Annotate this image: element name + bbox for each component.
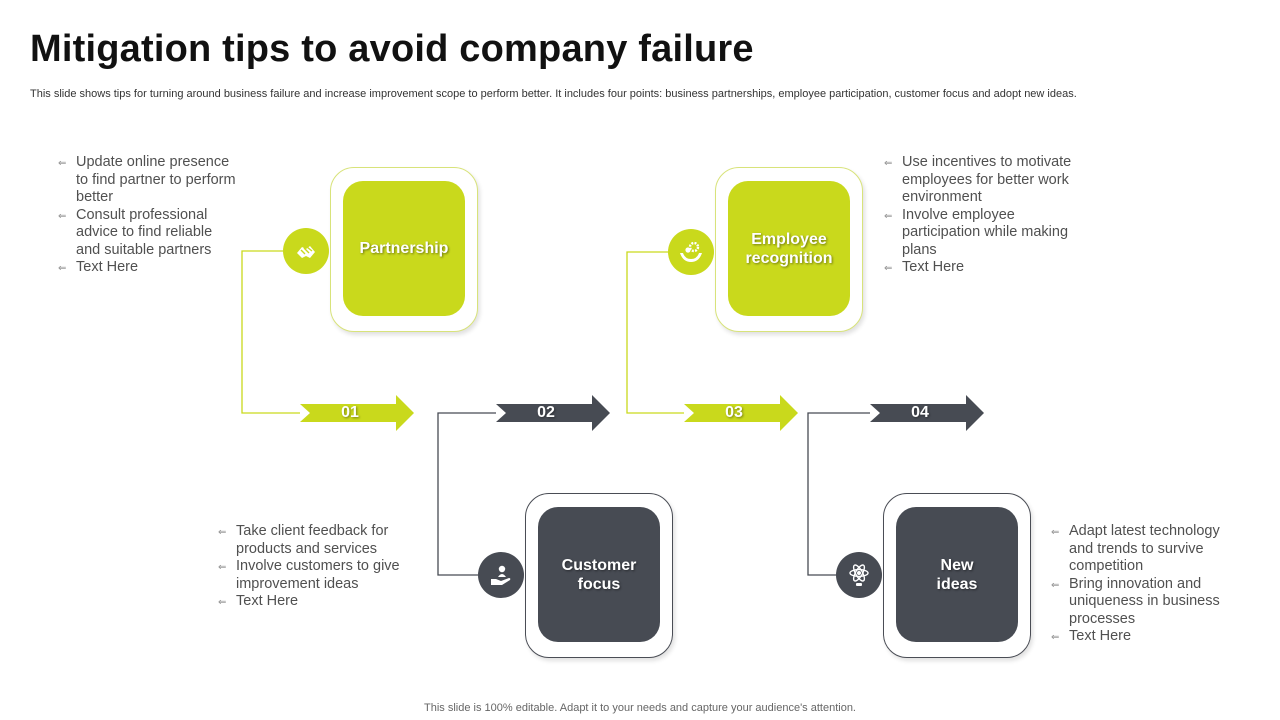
- step-1-tips: Update online presence to find partner t…: [58, 154, 238, 277]
- footer-note: This slide is 100% editable. Adapt it to…: [424, 702, 856, 714]
- list-item: Text Here: [884, 259, 1084, 277]
- employee-recognition-card: Employee recognition: [715, 167, 863, 332]
- list-item: Text Here: [58, 259, 238, 277]
- step-2-icon-badge: [478, 552, 524, 598]
- connector-step-1: [241, 250, 300, 414]
- step-2-arrow: 02: [496, 395, 612, 431]
- step-1-arrow: 01: [300, 395, 416, 431]
- atom-bulb-icon: [849, 564, 869, 586]
- new-ideas-label-line1: New: [940, 556, 974, 574]
- list-item: Involve employee participation while mak…: [884, 207, 1084, 260]
- customer-focus-label-line1: Customer: [561, 556, 637, 574]
- step-3-icon-badge: [668, 229, 714, 275]
- new-ideas-card: New ideas: [883, 493, 1031, 658]
- employee-recognition-label-line2: recognition: [745, 249, 833, 267]
- step-3-arrow: 03: [684, 395, 800, 431]
- employee-recognition-label-line1: Employee: [751, 230, 827, 248]
- connector-step-4: [807, 412, 870, 576]
- step-2-number: 02: [537, 404, 555, 421]
- step-3-number: 03: [725, 404, 743, 421]
- step-4-icon-badge: [836, 552, 882, 598]
- customer-focus-card: Customer focus: [525, 493, 673, 658]
- partnership-label: Partnership: [359, 240, 449, 257]
- step-4-number: 04: [911, 404, 929, 421]
- step-1-icon-badge: [283, 228, 329, 274]
- list-item: Update online presence to find partner t…: [58, 154, 238, 207]
- step-4-arrow: 04: [870, 395, 986, 431]
- hands-gear-icon: [680, 241, 702, 262]
- list-item: Consult professional advice to find reli…: [58, 207, 238, 260]
- connector-step-2: [437, 412, 496, 576]
- list-item: Involve customers to give improvement id…: [218, 558, 413, 593]
- list-item: Use incentives to motivate employees for…: [884, 154, 1084, 207]
- new-ideas-card-inner: New ideas: [896, 507, 1018, 642]
- list-item: Text Here: [1051, 628, 1241, 646]
- step-1-number: 01: [341, 404, 359, 421]
- page-subtitle: This slide shows tips for turning around…: [30, 88, 1077, 100]
- step-3-tips: Use incentives to motivate employees for…: [884, 154, 1084, 277]
- list-item: Bring innovation and uniqueness in busin…: [1051, 576, 1241, 629]
- list-item: Take client feedback for products and se…: [218, 523, 413, 558]
- handshake-icon: [297, 246, 315, 258]
- new-ideas-label-line2: ideas: [936, 575, 978, 593]
- list-item: Text Here: [218, 593, 413, 611]
- customer-focus-label-line2: focus: [577, 575, 621, 593]
- list-item: Adapt latest technology and trends to su…: [1051, 523, 1241, 576]
- step-2-tips: Take client feedback for products and se…: [218, 523, 413, 611]
- hand-holding-person-icon: [491, 565, 511, 585]
- step-4-tips: Adapt latest technology and trends to su…: [1051, 523, 1241, 646]
- customer-focus-card-inner: Customer focus: [538, 507, 660, 642]
- employee-recognition-card-inner: Employee recognition: [728, 181, 850, 316]
- connector-step-3: [626, 251, 684, 414]
- partnership-card-inner: Partnership: [343, 181, 465, 316]
- partnership-card: Partnership: [330, 167, 478, 332]
- page-title: Mitigation tips to avoid company failure: [30, 28, 754, 70]
